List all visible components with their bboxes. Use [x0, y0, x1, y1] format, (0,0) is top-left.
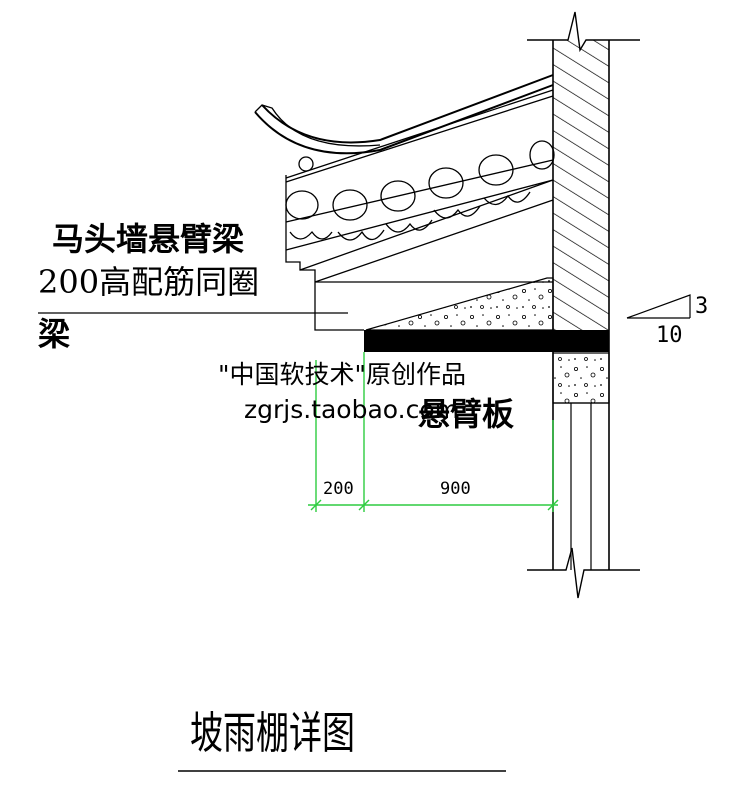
wall-hatch-upper	[553, 40, 609, 330]
break-line-top	[527, 11, 640, 53]
slope-rise: 3	[695, 294, 709, 319]
beam-label-line1: 马头墙悬臂梁	[52, 220, 245, 258]
break-line-bottom	[527, 547, 640, 599]
drawing-title: 坡雨棚详图	[190, 708, 355, 759]
roof-tiles	[285, 140, 555, 251]
watermark-line2: zgrjs.taobao.com	[244, 395, 459, 424]
concrete-wedge	[365, 277, 554, 331]
slope-symbol	[626, 294, 691, 319]
wall-ringbeam	[552, 352, 610, 404]
slab-label: 悬臂板	[418, 395, 515, 433]
slope-run: 10	[656, 323, 683, 348]
dimension-slab-span: 900	[440, 479, 471, 499]
beam-label-line2: 200高配筋同圈	[38, 263, 260, 301]
watermark-line1: "中国软技术"原创作品	[218, 360, 466, 389]
dimension-beam-width: 200	[323, 479, 354, 499]
dimension-lines	[308, 352, 559, 512]
roof-assembly	[254, 74, 555, 331]
beam-label-line3: 梁	[38, 315, 71, 353]
cantilever-slab	[364, 330, 609, 352]
wall	[527, 11, 640, 599]
